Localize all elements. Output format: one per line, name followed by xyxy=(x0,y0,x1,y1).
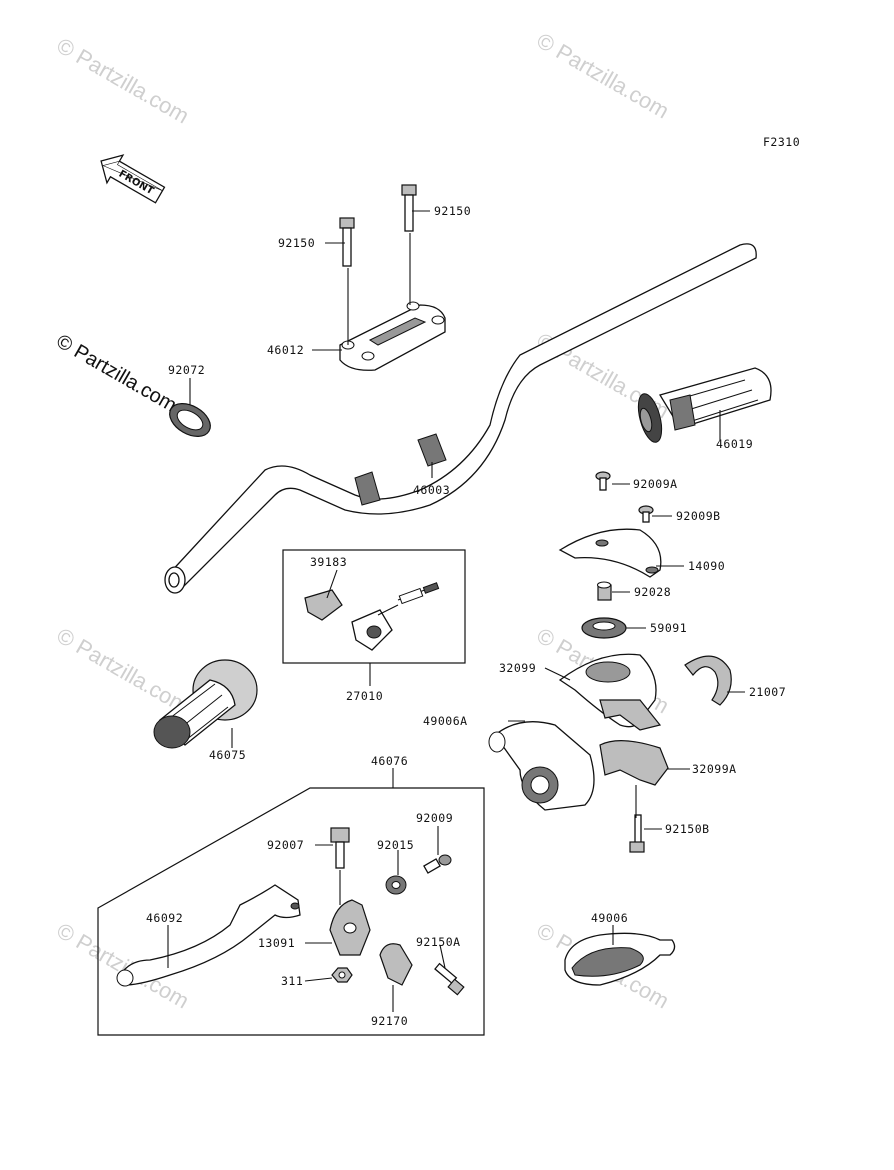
nut-311 xyxy=(331,967,353,983)
lever-clamp xyxy=(379,943,413,986)
label-92015: 92015 xyxy=(377,838,414,852)
clutch-lever xyxy=(116,884,301,987)
bolt-92150-right xyxy=(401,184,417,232)
label-92009A: 92009A xyxy=(633,477,678,491)
label-92072: 92072 xyxy=(168,363,205,377)
label-92150A: 92150A xyxy=(416,935,461,949)
label-46012: 46012 xyxy=(267,343,304,357)
bolt-92150A xyxy=(434,962,465,996)
label-49006: 49006 xyxy=(591,911,628,925)
label-32099: 32099 xyxy=(499,661,536,675)
label-39183: 39183 xyxy=(310,555,347,569)
leader-lines xyxy=(167,210,745,1012)
bolt-92150-left xyxy=(339,217,355,267)
label-92028: 92028 xyxy=(634,585,671,599)
label-27010: 27010 xyxy=(346,689,383,703)
label-21007: 21007 xyxy=(749,685,786,699)
grip-right xyxy=(637,367,772,443)
label-32099A: 32099A xyxy=(692,762,737,776)
cable-guide-21007 xyxy=(684,655,732,706)
label-92170: 92170 xyxy=(371,1014,408,1028)
watermark-dark: © Partzilla.com xyxy=(53,330,181,416)
label-14090: 14090 xyxy=(688,559,725,573)
handlebar-clamp xyxy=(339,301,446,371)
part-labels: 92150 92150 46012 92072 46003 46019 9200… xyxy=(146,204,786,1028)
label-92150-left: 92150 xyxy=(278,236,315,250)
lever-kit-box xyxy=(97,787,485,1036)
label-46019: 46019 xyxy=(716,437,753,451)
throttle-tube xyxy=(488,721,595,811)
figure-code: F2310 xyxy=(763,135,800,149)
lever-bracket xyxy=(329,899,371,956)
switch-assembly xyxy=(304,582,440,651)
label-311: 311 xyxy=(281,974,303,988)
throttle-housing-upper xyxy=(558,653,662,731)
throttle-housing-lower xyxy=(599,740,669,786)
watermark: © Partzilla.com xyxy=(53,33,194,129)
clip-92072 xyxy=(169,403,211,437)
adjuster-nut xyxy=(385,875,407,895)
adjuster-bolt xyxy=(423,854,452,874)
bolt-92007 xyxy=(330,827,350,869)
label-46003: 46003 xyxy=(413,483,450,497)
label-92007: 92007 xyxy=(267,838,304,852)
watermark: © Partzilla.com xyxy=(53,623,194,719)
label-46092: 46092 xyxy=(146,911,183,925)
grip-left xyxy=(153,659,258,749)
throttle-boot xyxy=(564,932,676,986)
label-46075: 46075 xyxy=(209,748,246,762)
seal-59091 xyxy=(581,617,627,639)
label-13091: 13091 xyxy=(258,936,295,950)
collar-92028 xyxy=(597,581,612,601)
bolt-92150B xyxy=(629,814,645,853)
label-92150-right: 92150 xyxy=(434,204,471,218)
front-arrow-icon: FRONT xyxy=(100,154,166,204)
throttle-cover xyxy=(558,528,662,578)
switch-assembly-box xyxy=(282,549,466,664)
label-59091: 59091 xyxy=(650,621,687,635)
watermarks: © Partzilla.com © Partzilla.com © Partzi… xyxy=(53,28,674,1014)
label-92009: 92009 xyxy=(416,811,453,825)
handlebar xyxy=(164,243,757,594)
label-92009B: 92009B xyxy=(676,509,721,523)
label-46076: 46076 xyxy=(371,754,408,768)
screw-92009B xyxy=(638,505,654,523)
watermark: © Partzilla.com xyxy=(533,28,674,124)
label-92150B: 92150B xyxy=(665,822,710,836)
label-49006A: 49006A xyxy=(423,714,468,728)
screw-92009A xyxy=(595,471,611,491)
